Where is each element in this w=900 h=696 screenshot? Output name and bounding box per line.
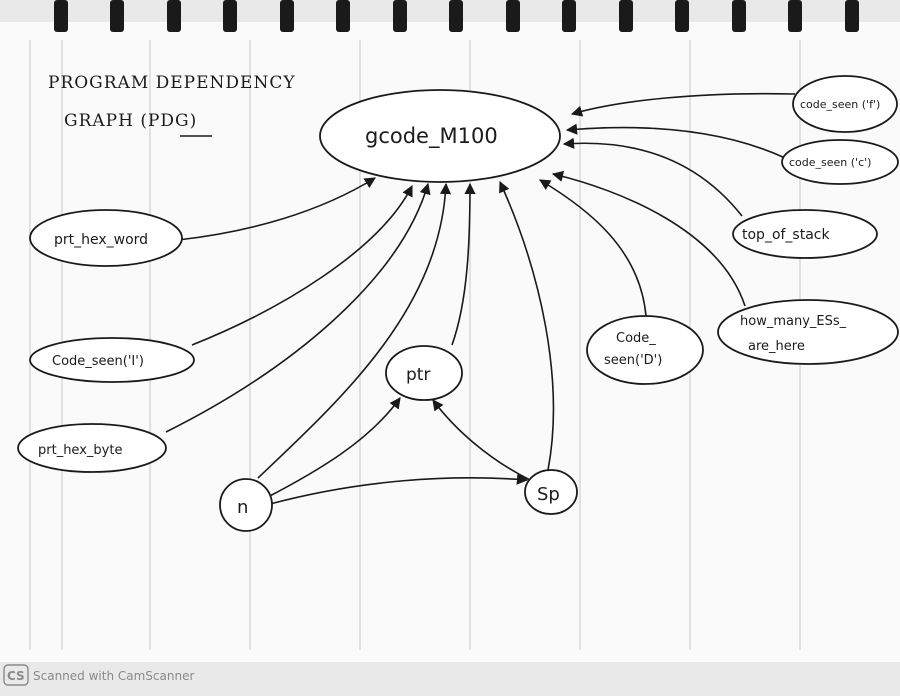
node-prt-hex-word: prt_hex_word bbox=[29, 209, 183, 267]
node-code-seen-f: code_seen ('f') bbox=[792, 75, 898, 133]
edge-code-seen-d-to-gcode bbox=[539, 179, 647, 317]
diagram-title-line2: GRAPH (PDG) bbox=[64, 111, 197, 131]
node-how-many-label-line1: how_many_ESs_ bbox=[740, 314, 847, 329]
node-gcode-m100-label: gcode_M100 bbox=[365, 124, 498, 149]
edge-n-to-sp bbox=[269, 473, 529, 505]
node-code-seen-c: code_seen ('c') bbox=[781, 139, 899, 185]
edge-prt-hex-byte-to-gcode bbox=[165, 182, 431, 433]
node-sp-label: Sp bbox=[537, 484, 560, 505]
node-code-seen-c-label: code_seen ('c') bbox=[789, 156, 871, 169]
camscanner-watermark: CS Scanned with CamScanner bbox=[3, 664, 194, 686]
node-ptr: ptr bbox=[385, 345, 463, 401]
edge-how-many-to-gcode bbox=[551, 170, 746, 307]
camscanner-logo: CS bbox=[7, 669, 25, 683]
edge-top-of-stack-to-gcode bbox=[562, 137, 743, 217]
node-code-seen-d-label-line2: seen('D') bbox=[604, 353, 662, 368]
node-top-of-stack: top_of_stack bbox=[732, 209, 878, 259]
node-prt-hex-word-label: prt_hex_word bbox=[54, 232, 148, 248]
edge-sp-to-gcode bbox=[499, 180, 555, 471]
node-top-of-stack-label: top_of_stack bbox=[742, 227, 830, 243]
edge-code-seen-i-to-gcode bbox=[191, 184, 413, 346]
node-prt-hex-byte-label: prt_hex_byte bbox=[38, 443, 122, 458]
node-code-seen-d-label-line1: Code_ bbox=[616, 331, 656, 346]
edges bbox=[165, 92, 796, 505]
edge-prt-hex-word-to-gcode bbox=[177, 177, 376, 241]
node-code-seen-i-label: Code_seen('I') bbox=[52, 354, 144, 369]
node-n: n bbox=[219, 478, 273, 532]
node-ptr-label: ptr bbox=[406, 365, 430, 385]
node-how-many-label-line2: are_here bbox=[748, 339, 805, 354]
edge-code-seen-f-to-gcode bbox=[570, 92, 796, 117]
edge-code-seen-c-to-gcode bbox=[565, 123, 786, 159]
spiral-binding bbox=[54, 0, 859, 32]
node-sp: Sp bbox=[524, 469, 578, 515]
camscanner-text: Scanned with CamScanner bbox=[33, 669, 194, 683]
node-n-label: n bbox=[237, 497, 248, 518]
edge-sp-to-ptr bbox=[432, 399, 531, 481]
diagram-title-line1: PROGRAM DEPENDENCY bbox=[48, 73, 296, 93]
node-code-seen-i: Code_seen('I') bbox=[29, 337, 195, 383]
node-gcode-m100: gcode_M100 bbox=[319, 89, 561, 183]
edge-ptr-to-gcode bbox=[451, 182, 476, 346]
node-prt-hex-byte: prt_hex_byte bbox=[17, 423, 167, 473]
node-how-many-ess-are-here: how_many_ESs_ are_here bbox=[717, 299, 899, 365]
node-code-seen-d: Code_ seen('D') bbox=[586, 315, 704, 385]
edge-n-to-ptr bbox=[265, 397, 401, 499]
edge-n-to-gcode bbox=[257, 182, 452, 479]
node-code-seen-f-label: code_seen ('f') bbox=[800, 98, 880, 111]
